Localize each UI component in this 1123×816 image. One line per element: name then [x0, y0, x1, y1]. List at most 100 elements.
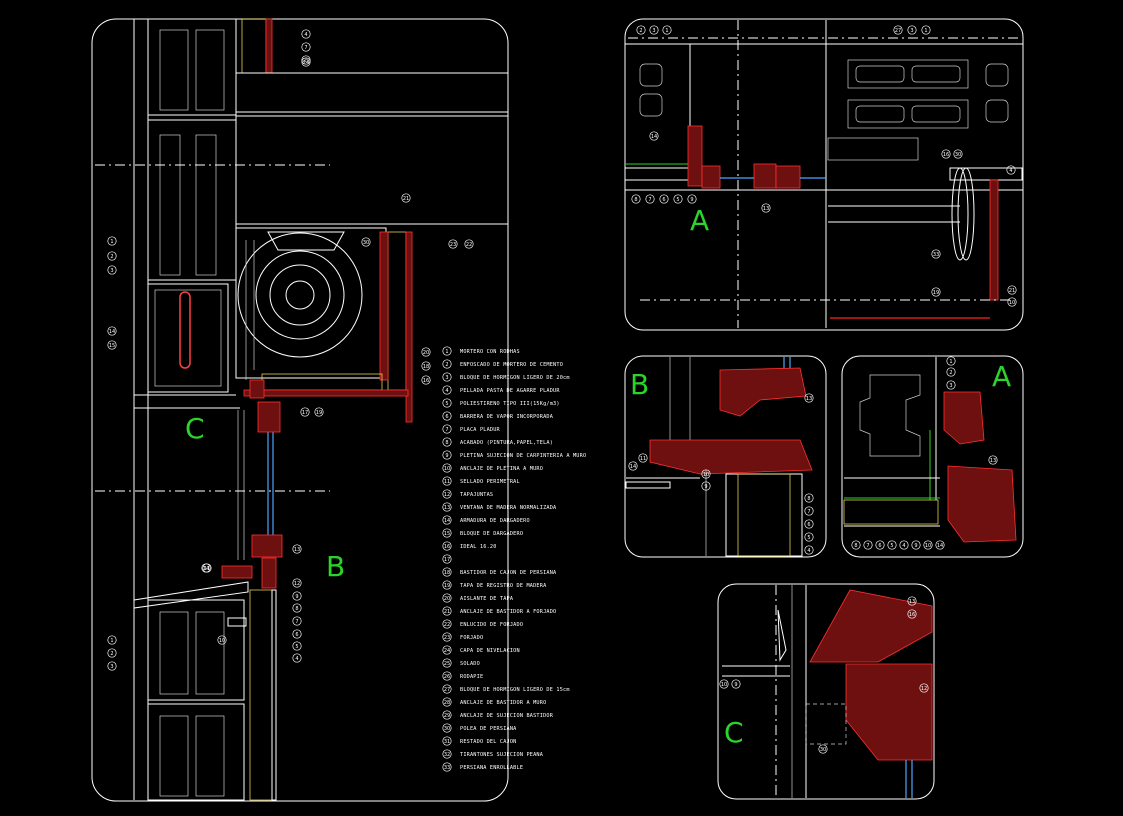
legend-number-31-bubble	[442, 736, 452, 746]
mid-right-frame	[841, 355, 1024, 558]
top_right-callout-17-bubble	[1007, 285, 1017, 295]
mid_left_b-callout-1-bubble	[638, 453, 648, 463]
top_right-callout-19: 19	[933, 290, 939, 296]
legend-text-3: BLOQUE DE HORMIGON LIGERO DE 20cm	[460, 375, 570, 381]
legend-number-27-bubble	[442, 684, 452, 694]
mid_left_b-callout-6: 7	[807, 509, 810, 515]
legend-number-23-bubble	[442, 632, 452, 642]
legend-number-7: 7	[445, 427, 448, 433]
legend-number-6-bubble	[442, 411, 452, 421]
legend-number-29: 29	[444, 713, 450, 719]
mid_left_b-callout-5-bubble	[804, 493, 814, 503]
mid_left_b-callout-0-bubble	[804, 393, 814, 403]
main-callout-31-bubble	[201, 563, 211, 573]
legend-number-5: 5	[445, 401, 448, 407]
main-callout-15-bubble	[421, 375, 431, 385]
top_right-callout-16: 33	[933, 252, 939, 258]
legend-text-26: RODAPIE	[460, 674, 483, 680]
top_right-callout-1-bubble	[649, 25, 659, 35]
legend-number-2-bubble	[442, 359, 452, 369]
legend-text-19: TAPA DE REGISTRO DE MADERA	[460, 583, 547, 589]
bottom_c-callout-1: 16	[909, 612, 915, 618]
top_right-callout-7: 16	[943, 152, 949, 158]
top_right-callout-2: 1	[665, 28, 668, 34]
top_right-callout-16-bubble	[931, 249, 941, 259]
top_right-callout-13-bubble	[673, 194, 683, 204]
main-callout-29-bubble	[107, 661, 117, 671]
legend-text-24: CAPA DE NIVELACION	[460, 648, 520, 654]
legend-number-9: 9	[445, 453, 448, 459]
main-callout-12-bubble	[464, 239, 474, 249]
top_right-callout-13: 5	[676, 197, 679, 203]
legend-text-14: ARMADURA DE DARGADERO	[460, 518, 530, 524]
mid_right_a-callout-1: 2	[949, 370, 952, 376]
main-callout-12: 22	[466, 242, 472, 248]
mid_right_a-callout-4: 8	[854, 543, 857, 549]
mid_left_b-callout-9: 4	[807, 548, 810, 554]
main-callout-25: 5	[295, 644, 298, 650]
main-callout-16: 17	[302, 410, 308, 416]
top_right-callout-9: 4	[1009, 168, 1012, 174]
mid_right_a-callout-9-bubble	[911, 540, 921, 550]
legend-number-13-bubble	[442, 502, 452, 512]
mid_right_a-callout-4-bubble	[851, 540, 861, 550]
main-callout-2-bubble	[301, 55, 311, 65]
legend-number-26-bubble	[442, 671, 452, 681]
legend-text-30: POLEA DE PERSIANA	[460, 726, 517, 732]
legend-number-29-bubble	[442, 710, 452, 720]
bottom-panel	[717, 583, 935, 800]
legend-number-33: 33	[444, 765, 450, 771]
top_right-callout-15: 13	[763, 206, 769, 212]
legend-number-33-bubble	[442, 762, 452, 772]
legend-text-15: BLOQUE DE DARGADERO	[460, 531, 523, 537]
legend-text-4: PELLADA PASTA DE AGARRE PLADUR	[460, 388, 560, 394]
legend-number-4: 4	[445, 388, 448, 394]
legend-number-9-bubble	[442, 450, 452, 460]
main-callout-5-bubble	[107, 251, 117, 261]
legend-number-11: 11	[444, 479, 450, 485]
legend-number-10: 10	[444, 466, 450, 472]
top_right-callout-6: 14	[651, 134, 657, 140]
legend-text-6: BARRERA DE VAPOR INCORPORADA	[460, 414, 554, 420]
main-callout-21: 9	[295, 594, 298, 600]
mid_right_a-callout-11: 14	[937, 543, 943, 549]
legend-number-28-bubble	[442, 697, 452, 707]
main-callout-5: 2	[110, 254, 113, 260]
legend-number-3-bubble	[442, 372, 452, 382]
mid_right_a-callout-11-bubble	[935, 540, 945, 550]
main-callout-10: 30	[363, 240, 369, 246]
legend-number-8: 8	[445, 440, 448, 446]
mid-left-label-b: B	[630, 368, 649, 401]
legend-number-11-bubble	[442, 476, 452, 486]
legend-text-10: ANCLAJE DE PLETINA A MURO	[460, 466, 543, 472]
legend-number-6: 6	[445, 414, 448, 420]
main-callout-23: 7	[295, 619, 298, 625]
legend-number-24: 24	[444, 648, 450, 654]
main-callout-7: 14	[109, 329, 115, 335]
top-right-label-a: A	[690, 204, 709, 237]
bottom_c-callout-3-bubble	[719, 679, 729, 689]
main-callout-28-bubble	[107, 648, 117, 658]
legend-number-10-bubble	[442, 463, 452, 473]
top_right-callout-3: 27	[895, 28, 901, 34]
mid_right_a-callout-5: 7	[866, 543, 869, 549]
legend-number-23: 23	[444, 635, 450, 641]
main-callout-28: 2	[110, 651, 113, 657]
legend-text-18: BASTIDOR DE CAJON DE PERSIANA	[460, 570, 557, 576]
mid-left-panel	[624, 355, 827, 558]
top_right-callout-6-bubble	[649, 131, 659, 141]
mid_left_b-callout-9-bubble	[804, 545, 814, 555]
main-callout-3: 24	[303, 60, 309, 66]
bottom_c-callout-2: 12	[921, 686, 927, 692]
legend-number-18: 18	[444, 570, 450, 576]
main-callout-13: 20	[423, 350, 429, 356]
mid_left_b-callout-8: 5	[807, 535, 810, 541]
main-callout-4: 1	[110, 239, 113, 245]
legend-text-11: SELLADO PERIMETRAL	[460, 479, 520, 485]
legend-text-8: ACABADO (PINTURA,PAPEL,TELA)	[460, 440, 553, 446]
main-callout-26-bubble	[292, 653, 302, 663]
main-callout-9-bubble	[401, 193, 411, 203]
main-label-b: B	[326, 550, 345, 583]
